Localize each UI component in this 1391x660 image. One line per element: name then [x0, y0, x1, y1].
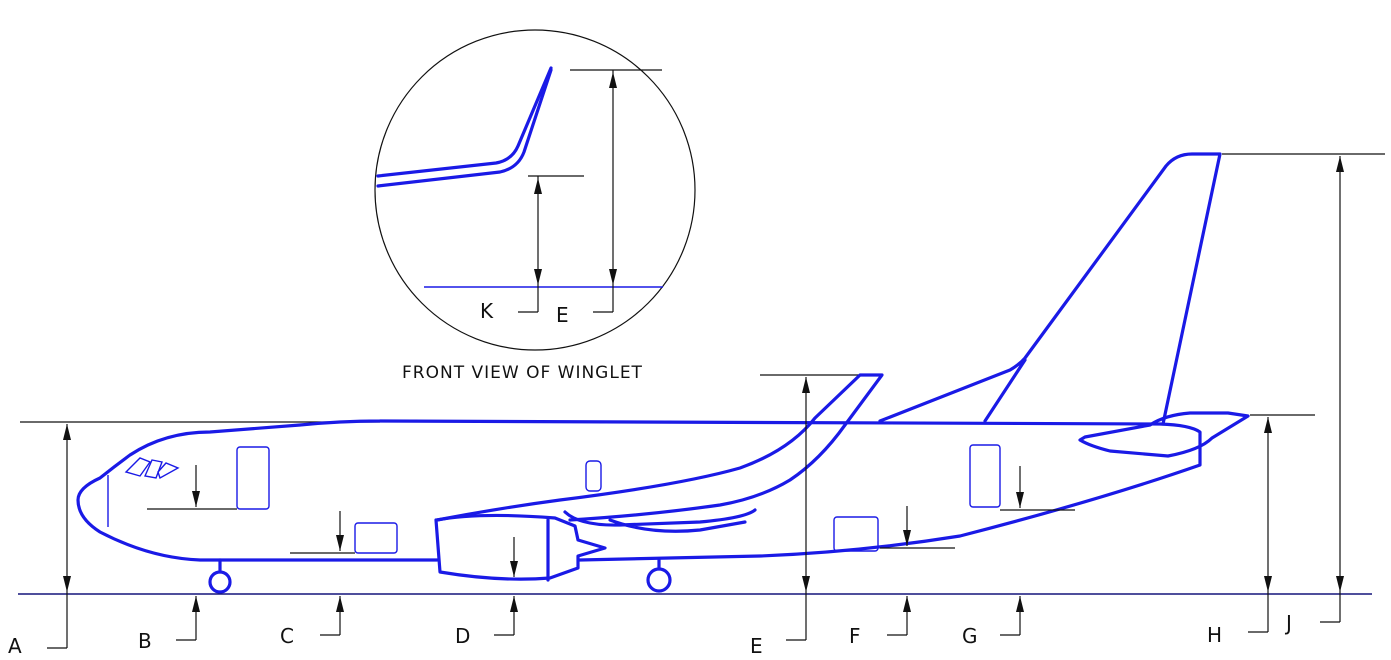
- dimension-e: E: [750, 377, 810, 658]
- nose-gear-wheel: [208, 570, 232, 594]
- e-winglet-arrow-top: [609, 72, 617, 88]
- forward-entry-door: [236, 446, 270, 510]
- dimension-h: H: [1207, 417, 1272, 647]
- wing: [435, 373, 884, 522]
- label-g: G: [962, 624, 978, 648]
- dimension-d: D: [455, 537, 518, 648]
- aft-entry-door: [969, 444, 1001, 508]
- forward-cargo-door: [354, 522, 398, 554]
- label-f: F: [849, 624, 861, 648]
- label-d: D: [455, 624, 470, 648]
- winglet-inner-edge: [376, 68, 553, 188]
- cockpit-window-1: [124, 457, 152, 477]
- horizontal-stabilizer: [1078, 411, 1250, 458]
- dimension-a: A: [8, 424, 71, 658]
- winglet-caption: FRONT VIEW OF WINGLET: [402, 363, 643, 383]
- dimension-j: J: [1284, 156, 1344, 635]
- detail-circle: [374, 29, 696, 351]
- label-j: J: [1284, 611, 1292, 635]
- label-c: C: [280, 624, 294, 648]
- overwing-exit: [585, 460, 602, 492]
- dimension-f: F: [849, 506, 955, 648]
- cockpit-window-2: [144, 459, 163, 479]
- label-e: E: [750, 634, 763, 655]
- label-h: H: [1207, 623, 1222, 647]
- wing-flaps: [563, 508, 757, 533]
- k-arrow-bottom: [534, 269, 542, 285]
- main-gear-wheel: [646, 567, 672, 593]
- aft-cargo-door: [833, 516, 879, 552]
- vertical-stabilizer: [878, 152, 1222, 426]
- engine-nacelle: [434, 513, 607, 581]
- k-arrow-top: [534, 178, 542, 194]
- label-k: K: [480, 299, 494, 323]
- label-b: B: [138, 629, 152, 653]
- label-a: A: [8, 634, 22, 655]
- label-e-winglet: E: [556, 303, 569, 327]
- winglet-outer-edge: [376, 66, 553, 178]
- dimension-c: C: [280, 511, 355, 648]
- dimension-g: G: [962, 466, 1075, 648]
- e-winglet-arrow-bottom: [609, 269, 617, 285]
- aircraft-side-view: [76, 152, 1250, 594]
- cockpit-window-3: [157, 462, 180, 480]
- winglet-detail: K E: [374, 29, 696, 351]
- dimension-b: B: [138, 465, 237, 653]
